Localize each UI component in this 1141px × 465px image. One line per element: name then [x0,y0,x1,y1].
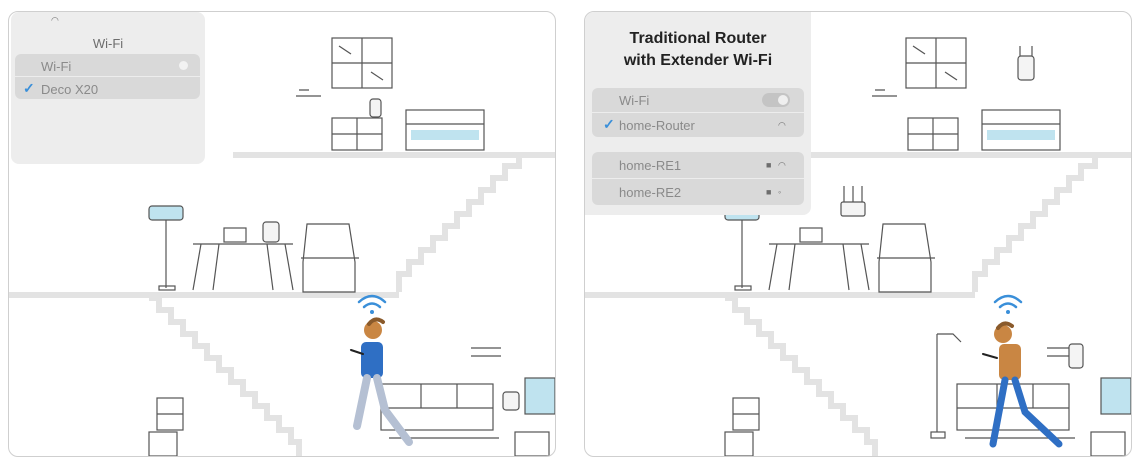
wifi-icon [993,294,1023,314]
wifi-icon [357,294,387,314]
wifi-toggle-row[interactable]: Wi-Fi [592,88,804,112]
wifi-toggle-switch[interactable] [762,93,790,107]
network-name: home-RE2 [619,185,682,200]
heading-line-2: with Extender Wi-Fi [623,52,773,69]
house-illustration-left [9,37,555,456]
lock-icon: ■ [766,187,774,197]
network-name: home-Router [619,118,695,133]
wifi-icon: ◠ [778,120,788,130]
check-icon: ✓ [23,80,35,96]
check-icon: ✓ [603,116,615,132]
wifi-icon: ◠ [51,15,61,25]
router-extender-panel: Traditional Router with Extender Wi-Fi W… [584,11,1132,457]
wifi-toggle-label: Wi-Fi [41,59,72,74]
network-item-home-re1[interactable]: home-RE1 ■ ◠ [592,152,804,178]
wifi-toggle-knob[interactable] [179,61,188,70]
wifi-menu: ◠ Wi-Fi Wi-Fi ✓ Deco X20 [11,12,205,164]
network-item-home-router[interactable]: ✓ home-Router ◠ [592,113,804,137]
heading-line-1: Traditional Router [629,30,767,47]
lock-icon: ■ [766,160,774,170]
wifi-toggle-label: Wi-Fi [619,93,650,108]
network-item-home-re2[interactable]: home-RE2 ■ ◦ [592,179,804,205]
deco-mesh-panel: ◠ Wi-Fi Wi-Fi ✓ Deco X20 [8,11,556,457]
person-figure [982,321,1063,448]
network-name: Deco X20 [41,82,99,97]
wifi-menu: Traditional Router with Extender Wi-Fi W… [585,12,811,215]
network-name: home-RE1 [619,158,682,173]
wifi-icon: ◦ [778,187,784,197]
person-figure [350,317,413,446]
menu-title: Wi-Fi [92,36,124,51]
network-item-deco[interactable]: ✓ Deco X20 [15,77,200,99]
wifi-toggle-row[interactable]: Wi-Fi [15,54,200,76]
wifi-icon: ◠ [778,160,788,170]
house-illustration-right [585,37,1131,456]
